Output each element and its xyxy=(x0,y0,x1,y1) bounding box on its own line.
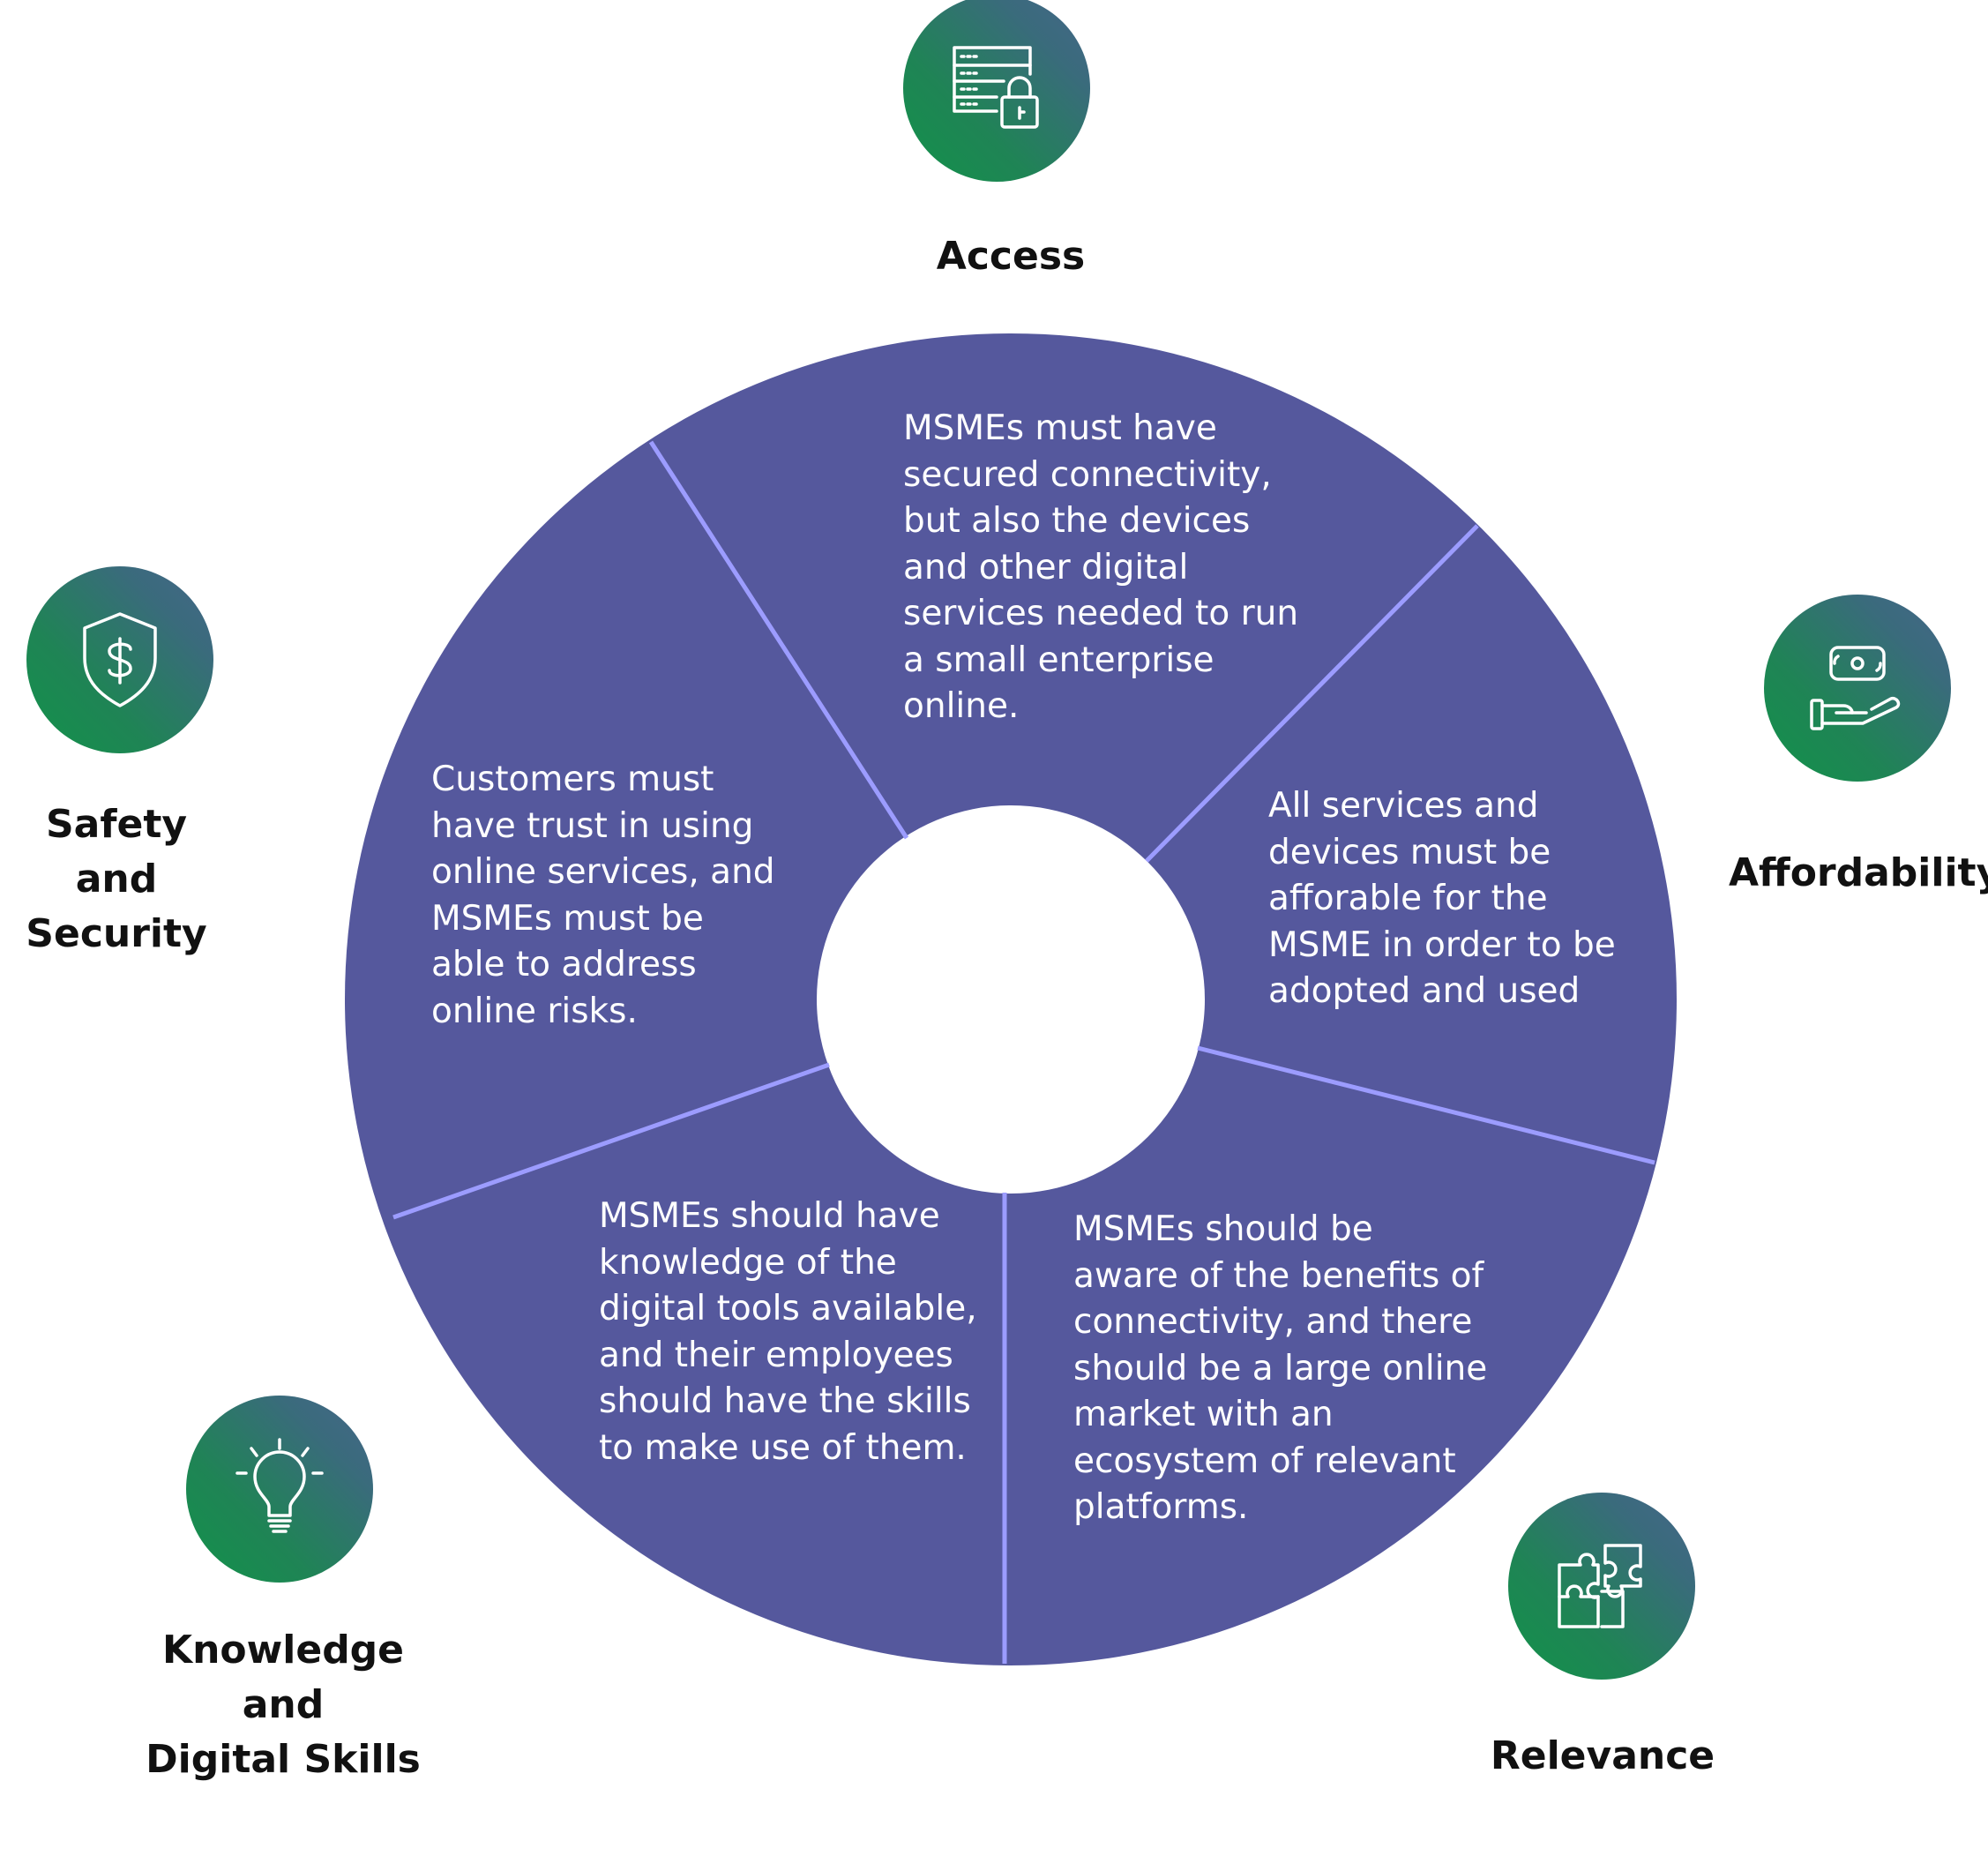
knowledge-label: Knowledge and Digital Skills xyxy=(146,1628,421,1782)
affordability-label: Affordability xyxy=(1729,850,1988,895)
server-lock-icon xyxy=(953,46,1039,129)
access-badge xyxy=(903,0,1090,182)
knowledge-description: MSMEs should have knowledge of the digit… xyxy=(599,1196,977,1468)
safety-description: Customers must have trust in using onlin… xyxy=(431,760,775,1031)
wheel-ring xyxy=(345,333,1677,1665)
knowledge-badge xyxy=(186,1396,373,1583)
shield-dollar-icon xyxy=(83,612,157,707)
relevance-description: MSMEs should be aware of the benefits of… xyxy=(1073,1209,1488,1527)
affordability-description: All services and devices must be afforab… xyxy=(1268,786,1616,1011)
affordability-badge xyxy=(1764,595,1951,782)
divider-safety-access xyxy=(648,440,909,840)
access-label: Access xyxy=(936,234,1086,279)
puzzle-icon xyxy=(1558,1544,1642,1628)
divider-access-affordability xyxy=(1145,524,1479,863)
safety-label: Safety and Security xyxy=(26,802,207,956)
safety-badge xyxy=(26,566,213,753)
relevance-badge xyxy=(1508,1493,1695,1680)
lightbulb-icon xyxy=(235,1438,324,1533)
divider-affordability-relevance xyxy=(1197,1045,1655,1165)
access-description: MSMEs must have secured connectivity, bu… xyxy=(903,408,1299,726)
divider-knowledge-safety xyxy=(392,1062,830,1220)
relevance-label: Relevance xyxy=(1490,1733,1715,1778)
hand-money-icon xyxy=(1810,646,1901,730)
